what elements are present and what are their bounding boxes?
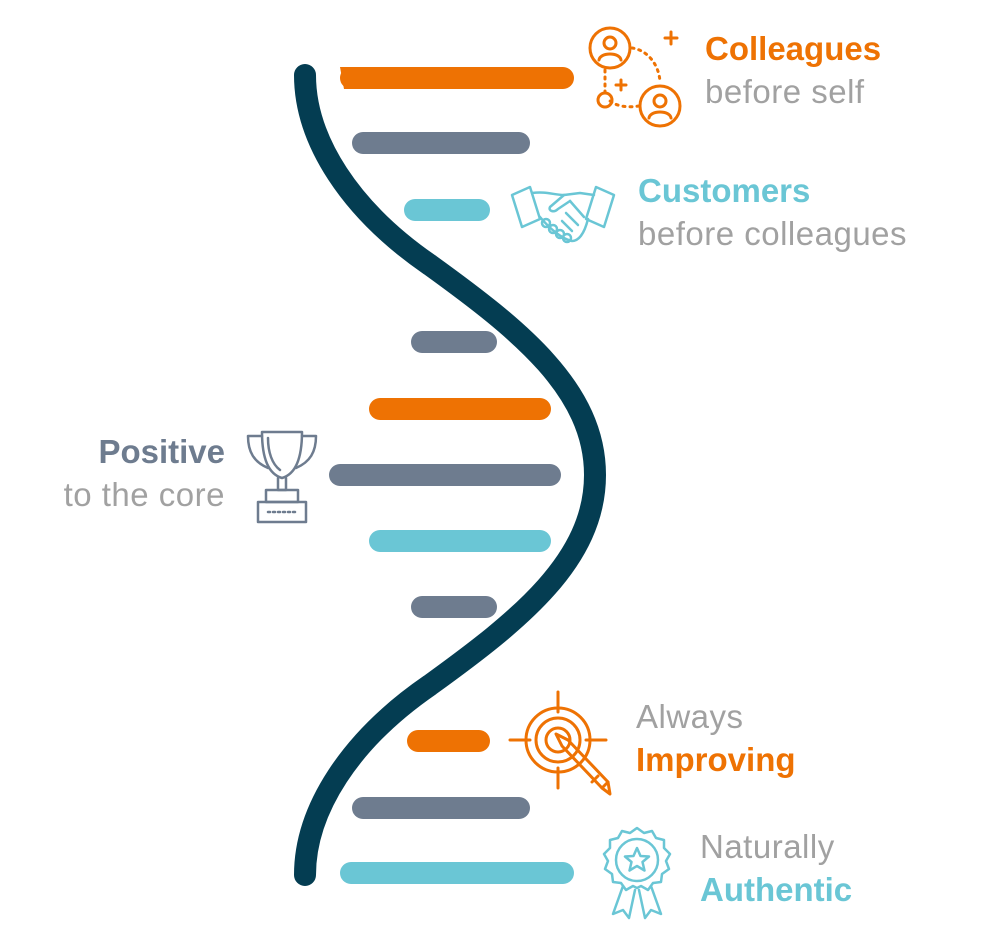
value-customers: Customers before colleagues [638, 174, 907, 250]
helix-rung-9 [407, 730, 490, 752]
award-badge-icon [597, 826, 677, 921]
target-pencil-icon [508, 690, 616, 796]
value-improving-subtitle: Always [636, 698, 744, 735]
helix-rung-4 [411, 331, 497, 353]
value-customers-subtitle: before colleagues [638, 215, 908, 252]
value-improving-title: Improving [636, 741, 796, 778]
helix-rung-11 [340, 862, 574, 884]
value-colleagues: Colleagues before self [705, 32, 881, 108]
value-colleagues-subtitle: before self [705, 73, 865, 110]
people-plus-icon [587, 24, 687, 129]
helix-rung-3 [404, 199, 490, 221]
value-authentic-subtitle: Naturally [700, 828, 835, 865]
value-positive: Positive to the core [64, 435, 225, 511]
helix-rungs [329, 67, 574, 884]
value-improving: Always Improving [636, 700, 796, 776]
helix-rung-7 [369, 530, 551, 552]
handshake-icon [510, 183, 616, 249]
helix-strand [294, 64, 607, 886]
trophy-icon [244, 428, 320, 526]
helix-rung-5 [369, 398, 551, 420]
helix-rung-2 [352, 132, 530, 154]
helix-rung-8 [411, 596, 497, 618]
helix-rung-1-cap [340, 67, 352, 89]
value-authentic-title: Authentic [700, 871, 853, 908]
value-customers-title: Customers [638, 172, 811, 209]
value-positive-title: Positive [98, 433, 225, 470]
helix-rung-6 [329, 464, 561, 486]
helix-rung-10 [352, 797, 530, 819]
value-positive-subtitle: to the core [63, 476, 225, 513]
value-colleagues-title: Colleagues [705, 30, 882, 67]
helix-rung-1 [340, 67, 574, 89]
value-authentic: Naturally Authentic [700, 830, 852, 906]
